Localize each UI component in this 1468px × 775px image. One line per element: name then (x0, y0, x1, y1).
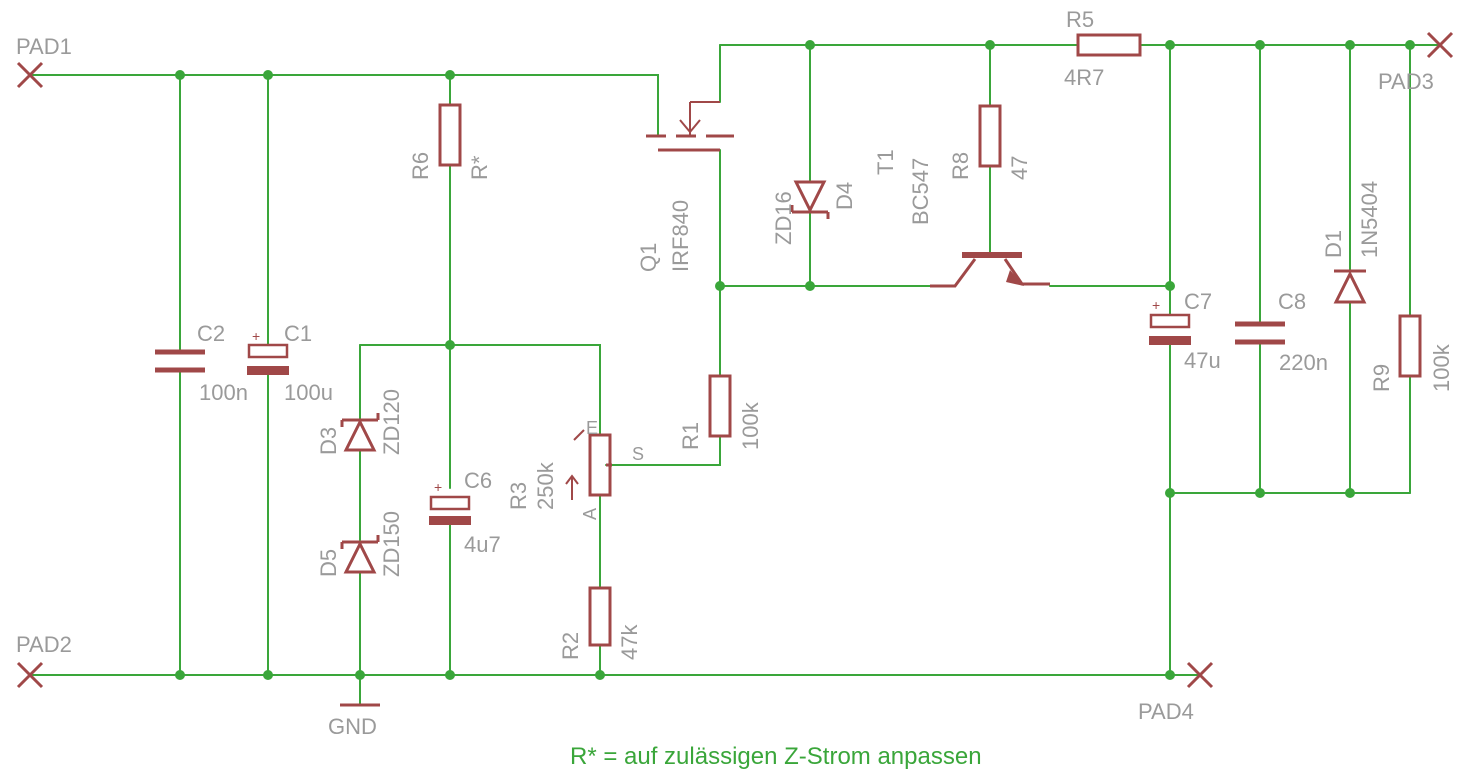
gnd-symbol: GND (328, 703, 380, 739)
c8-name: C8 (1278, 289, 1306, 314)
resistor-r1: R1 100k (678, 374, 763, 450)
d5-value: ZD150 (379, 511, 404, 577)
r3-pin-e: E (586, 418, 598, 438)
pad1-label: PAD1 (16, 34, 72, 59)
t1-value: BC547 (908, 158, 933, 225)
zener-diode-d4: ZD16 D4 (771, 180, 857, 245)
c6-value: 4u7 (464, 532, 501, 557)
r6-name: R6 (408, 152, 433, 180)
pad1: PAD1 (16, 34, 72, 89)
capacitor-c2: C2 100n (155, 321, 248, 405)
r6-value: R* (467, 155, 492, 180)
resistor-r9: R9 100k (1369, 314, 1454, 392)
d3-name: D3 (316, 427, 341, 455)
r3-pin-a: A (580, 508, 600, 520)
gnd-label: GND (328, 714, 377, 739)
q1-name: Q1 (636, 243, 661, 272)
t1-name: T1 (873, 149, 898, 175)
d1-name: D1 (1321, 230, 1346, 258)
resistor-r6: R6 R* (408, 103, 492, 180)
d1-value: 1N5404 (1357, 181, 1382, 258)
pad2-label: PAD2 (16, 632, 72, 657)
transistor-t1: T1 BC547 (873, 149, 1050, 288)
mosfet-q1: Q1 IRF840 (636, 101, 734, 272)
capacitor-c7: + C7 47u (1149, 289, 1221, 373)
pad4-label: PAD4 (1138, 699, 1194, 724)
potentiometer-r3: E S A R3 250k (506, 418, 644, 520)
resistor-r8: R8 47 (948, 104, 1032, 180)
r9-value: 100k (1429, 343, 1454, 392)
capacitor-c8: C8 220n (1235, 289, 1328, 375)
c2-name: C2 (197, 321, 225, 346)
c1-value: 100u (284, 380, 333, 405)
wires (29, 44, 1441, 706)
r9-name: R9 (1369, 364, 1394, 392)
capacitor-c1: + C1 100u (247, 321, 333, 405)
pad2: PAD2 (16, 632, 72, 689)
r8-value: 47 (1007, 156, 1032, 180)
r5-value: 4R7 (1064, 65, 1104, 90)
r3-value: 250k (533, 461, 558, 510)
c2-value: 100n (199, 380, 248, 405)
pad3: PAD3 (1378, 31, 1454, 94)
d5-name: D5 (316, 549, 341, 577)
r2-value: 47k (617, 624, 642, 660)
pad3-label: PAD3 (1378, 69, 1434, 94)
d4-name: ZD16 (771, 191, 796, 245)
d3-value: ZD120 (379, 389, 404, 455)
resistor-r5: R5 4R7 (1064, 7, 1142, 90)
r1-value: 100k (738, 401, 763, 450)
c7-plus: + (1152, 297, 1160, 313)
capacitor-c6: + C6 4u7 (429, 468, 501, 557)
c6-plus: + (434, 479, 442, 495)
r3-pin-s: S (632, 444, 644, 464)
resistor-r2: R2 47k (558, 586, 642, 660)
r5-name: R5 (1066, 7, 1094, 32)
zener-diode-d3: D3 ZD120 (316, 389, 404, 455)
c6-name: C6 (464, 468, 492, 493)
c1-plus: + (252, 328, 260, 344)
diode-d1: D1 1N5404 (1321, 181, 1382, 304)
zener-diode-d5: D5 ZD150 (316, 511, 404, 577)
r2-name: R2 (558, 632, 583, 660)
c7-value: 47u (1184, 348, 1221, 373)
r1-name: R1 (678, 422, 703, 450)
d4-value: D4 (832, 182, 857, 210)
r3-name: R3 (506, 482, 531, 510)
c1-name: C1 (284, 321, 312, 346)
r8-name: R8 (948, 152, 973, 180)
q1-value: IRF840 (668, 200, 693, 272)
schematic-note: R* = auf zulässigen Z-Strom anpassen (570, 743, 982, 770)
pad4: PAD4 (1138, 661, 1214, 724)
junctions (175, 40, 1415, 680)
c8-value: 220n (1279, 350, 1328, 375)
c7-name: C7 (1184, 289, 1212, 314)
